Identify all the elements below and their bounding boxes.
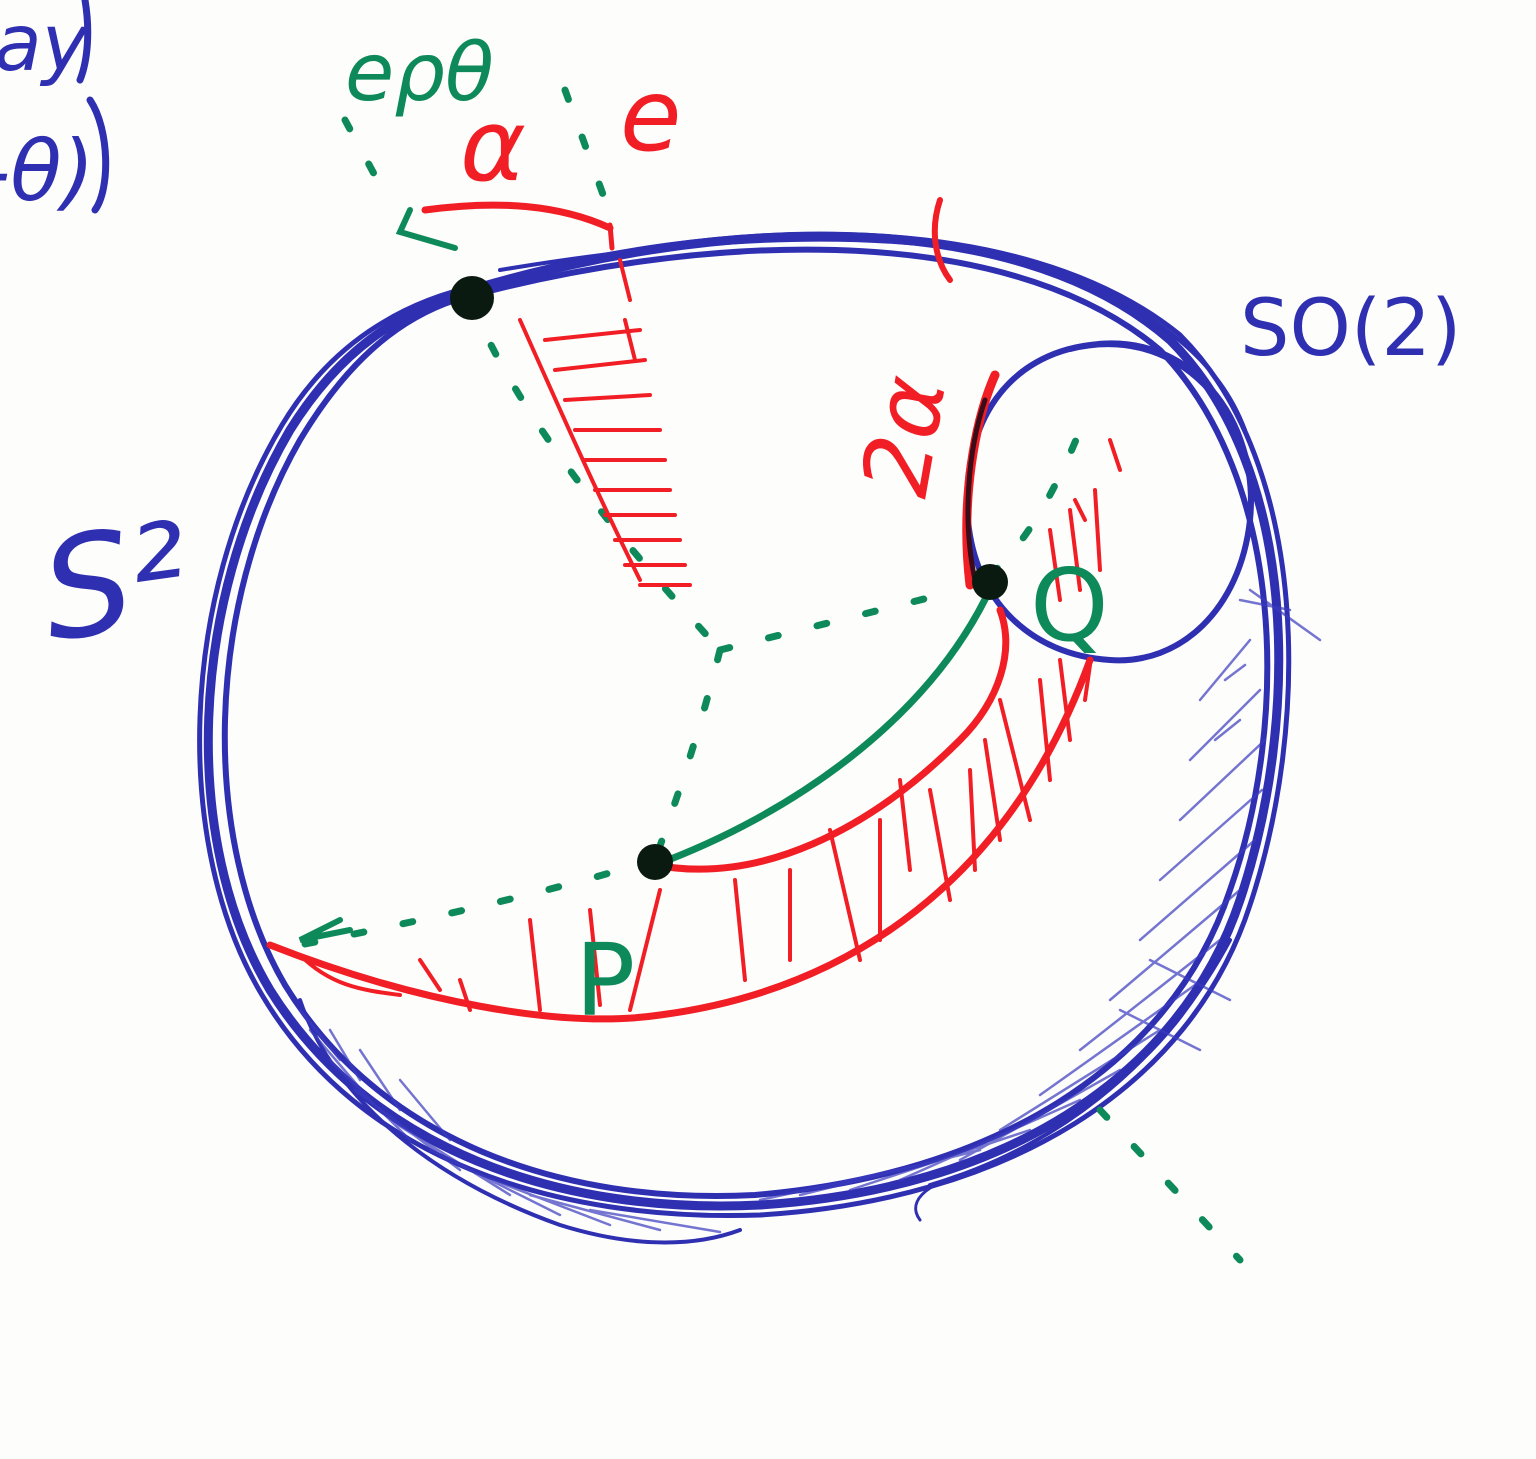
- top-point: [450, 276, 494, 320]
- corner-label-top: ay: [0, 0, 90, 89]
- sphere-outline: [197, 231, 1292, 1245]
- sphere-label: S²: [33, 493, 199, 675]
- geodesic-pq: [651, 581, 996, 869]
- red-band-bottom: [266, 606, 1094, 1023]
- arrow-left: [298, 917, 353, 943]
- points: [450, 276, 1008, 880]
- sphere-shading: [298, 588, 1322, 1234]
- green-dashed-axes: [296, 86, 1244, 1264]
- e-theta-label: eρθ: [345, 26, 494, 119]
- top-bracket: [395, 207, 458, 251]
- corner-label-bottom: -θ): [0, 122, 94, 220]
- so2-circle: [964, 340, 1254, 664]
- point-q-label: Q: [1030, 547, 1109, 664]
- e-red-label: e: [620, 57, 682, 174]
- alpha-top-label: α: [460, 87, 526, 204]
- two-alpha-label: 2α: [841, 368, 967, 504]
- point-q-dot: [972, 564, 1008, 600]
- point-p-label: P: [575, 922, 635, 1039]
- so2-overlap: [965, 397, 988, 583]
- point-p-dot: [637, 844, 673, 880]
- so2-label: SO(2): [1240, 284, 1461, 374]
- red-band-top: [421, 201, 692, 587]
- corner-brackets: [76, 0, 110, 214]
